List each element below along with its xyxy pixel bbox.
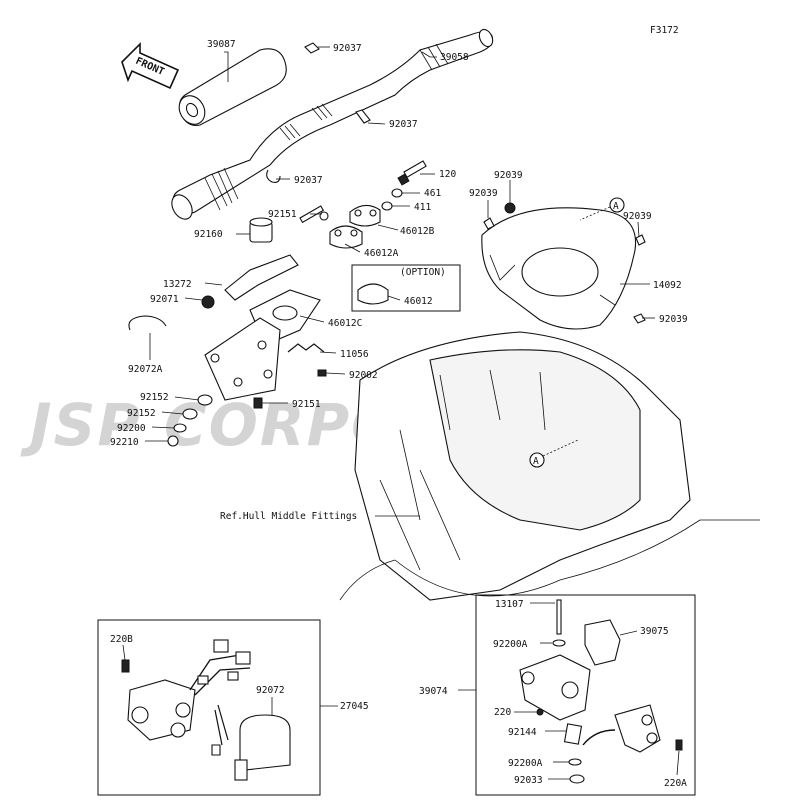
clip-92039-d[interactable] — [633, 313, 646, 324]
screw-220A[interactable] — [675, 739, 683, 751]
washer-92200A-a[interactable] — [552, 639, 566, 647]
handlebar-39058[interactable] — [168, 27, 496, 222]
label-13272: 13272 — [163, 279, 192, 290]
cable-tie-92072A[interactable] — [128, 315, 167, 331]
grip-39087[interactable] — [174, 48, 287, 129]
option-label: (OPTION) — [400, 267, 446, 278]
throttle-lever-39074[interactable] — [582, 704, 661, 753]
clip-92037-top[interactable] — [304, 42, 320, 54]
label-39074: 39074 — [419, 686, 448, 697]
throttle-housing[interactable] — [519, 654, 591, 721]
label-92152-a: 92152 — [140, 392, 169, 403]
clip-92039-b[interactable] — [483, 217, 495, 230]
label-92037-top: 92037 — [333, 43, 362, 54]
figure-code: F3172 — [650, 25, 679, 36]
label-92037-mid: 92037 — [389, 119, 418, 130]
part-labels: 39087 92037 39058 92037 92037 120 461 41… — [110, 39, 688, 789]
callout-a-hull: A — [529, 439, 579, 468]
label-14092: 14092 — [653, 280, 682, 291]
base-plate[interactable] — [204, 317, 281, 401]
label-46012A: 46012A — [364, 248, 399, 259]
label-92160: 92160 — [194, 229, 223, 240]
label-92152-b: 92152 — [127, 408, 156, 419]
washer-411[interactable] — [381, 201, 393, 211]
bracket-13272[interactable] — [224, 254, 299, 301]
spring-92144[interactable] — [563, 723, 583, 745]
label-13107: 13107 — [495, 599, 524, 610]
bolt-92151-b[interactable] — [253, 397, 263, 409]
label-220: 220 — [494, 707, 511, 718]
label-27045: 27045 — [340, 701, 369, 712]
clamp-46012B[interactable] — [349, 204, 381, 227]
lanyard-92072[interactable] — [211, 704, 291, 781]
label-92002: 92002 — [349, 370, 378, 381]
label-39058: 39058 — [440, 52, 469, 63]
ring-92033[interactable] — [569, 774, 585, 784]
label-92151-b: 92151 — [292, 399, 321, 410]
switch-27045[interactable] — [127, 639, 251, 741]
label-120: 120 — [439, 169, 456, 180]
label-92200A-a: 92200A — [493, 639, 528, 650]
washer-92200[interactable] — [173, 423, 187, 433]
leader-lines — [122, 46, 680, 780]
bolt-120[interactable] — [397, 160, 427, 186]
label-92039-d: 92039 — [659, 314, 688, 325]
screw-220B[interactable] — [121, 659, 130, 673]
callout-a-top-text: A — [613, 201, 619, 212]
option-box: (OPTION) — [351, 264, 461, 312]
label-220B: 220B — [110, 634, 133, 645]
label-92200A-b: 92200A — [508, 758, 543, 769]
label-39087: 39087 — [207, 39, 236, 50]
washer-92200A-b[interactable] — [568, 758, 582, 766]
washer-461[interactable] — [391, 188, 403, 198]
screw-92002[interactable] — [317, 369, 327, 377]
label-92144: 92144 — [508, 727, 537, 738]
clip-92039-a[interactable] — [504, 202, 516, 214]
cover-39075[interactable] — [584, 619, 621, 666]
label-46012: 46012 — [404, 296, 433, 307]
label-220A: 220A — [664, 778, 687, 789]
washer-92152-a[interactable] — [197, 394, 213, 406]
cover-14092[interactable] — [481, 207, 637, 330]
label-92072: 92072 — [256, 685, 285, 696]
spring-11056[interactable] — [287, 343, 325, 353]
label-46012B: 46012B — [400, 226, 435, 237]
screw-220[interactable] — [536, 708, 544, 716]
pin-13107[interactable] — [556, 599, 562, 635]
clip-92037-low[interactable] — [266, 169, 281, 183]
label-46012C: 46012C — [328, 318, 362, 329]
switch-box-27045 — [97, 619, 338, 796]
label-92210: 92210 — [110, 437, 139, 448]
nut-92071[interactable] — [201, 295, 215, 309]
callout-a-hull-text: A — [533, 456, 539, 467]
clip-92039-c[interactable] — [635, 234, 646, 246]
label-92037-low: 92037 — [294, 175, 323, 186]
label-92033: 92033 — [514, 775, 543, 786]
label-92200: 92200 — [117, 423, 146, 434]
label-92072A: 92072A — [128, 364, 163, 375]
label-92039-a: 92039 — [494, 170, 523, 181]
callout-a-top: A — [579, 197, 625, 221]
label-39075: 39075 — [640, 626, 669, 637]
ref-label: Ref.Hull Middle Fittings — [220, 511, 357, 522]
label-92151-top: 92151 — [268, 209, 297, 220]
clip-92037-mid[interactable] — [355, 109, 371, 124]
washer-92152-b[interactable] — [182, 408, 198, 420]
hull-middle[interactable] — [339, 331, 760, 601]
label-92039-b: 92039 — [469, 188, 498, 199]
label-11056: 11056 — [340, 349, 369, 360]
label-411: 411 — [414, 202, 431, 213]
label-92071: 92071 — [150, 294, 179, 305]
throttle-box-39074 — [458, 594, 696, 796]
front-arrow-icon: FRONT — [121, 42, 180, 90]
spacer-92160[interactable] — [249, 217, 273, 243]
label-461: 461 — [424, 188, 441, 199]
clamp-46012A[interactable] — [329, 225, 363, 249]
label-92039-c: 92039 — [623, 211, 652, 222]
nut-92210[interactable] — [167, 435, 179, 447]
